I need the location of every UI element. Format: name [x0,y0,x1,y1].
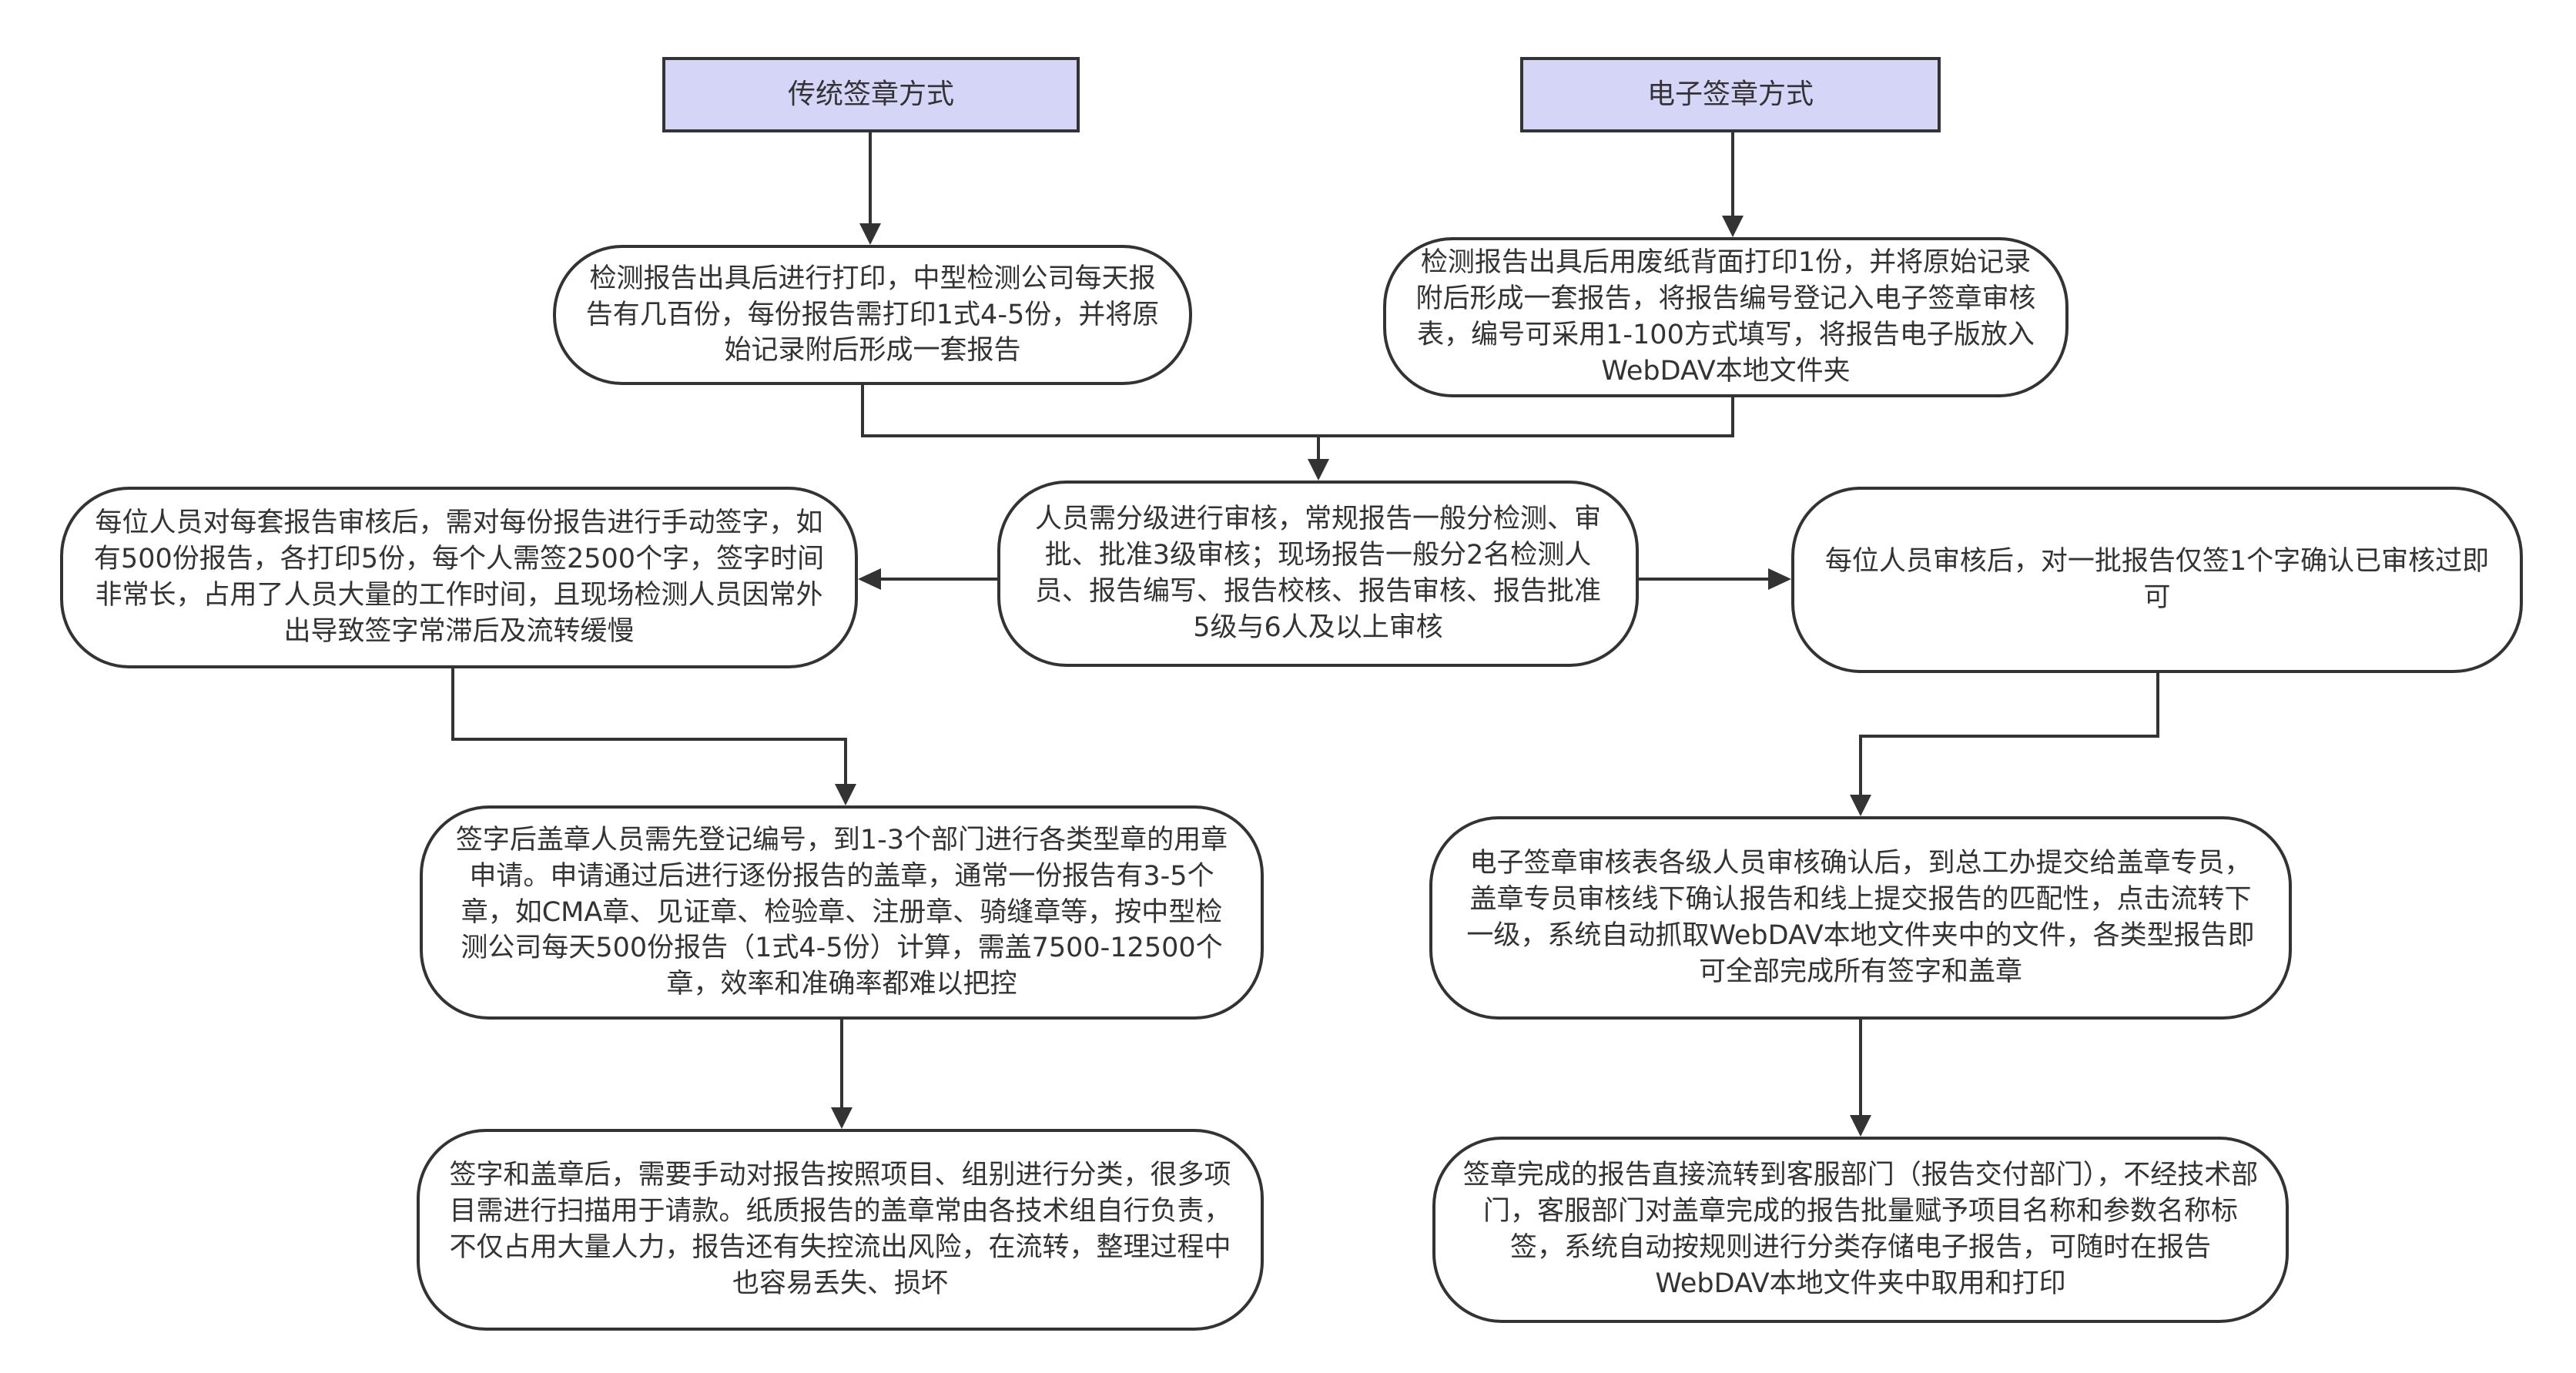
tiered-review-step: 人员需分级进行审核，常规报告一般分检测、审批、批准3级审核；现场报告一般分2名检… [997,481,1639,667]
edge-elec-print-to-review [1318,397,1734,437]
traditional-stamping-step: 签字后盖章人员需先登记编号，到1-3个部门进行各类型章的用章申请。申请通过后进行… [420,805,1264,1020]
electronic-print-step: 检测报告出具后用废纸背面打印1份，并将原始记录附后形成一套报告，将报告编号登记入… [1383,237,2069,397]
traditional-signing-step: 每位人员对每套报告审核后，需对每份报告进行手动签字，如有500份报告，各打印5份… [60,487,858,668]
arrowhead-elec-stamp [1850,795,1871,816]
connector-lines [451,131,2159,1117]
arrowhead-trad-archive [831,1107,853,1129]
traditional-print-step: 检测报告出具后进行打印，中型检测公司每天报告有几百份，每份报告需打印1式4-5份… [553,245,1192,385]
arrowhead-trad-stamp [835,784,856,805]
arrowhead-trad-print [859,223,881,245]
electronic-archive-step: 签章完成的报告直接流转到客服部门（报告交付部门），不经技术部门，客服部门对盖章完… [1432,1137,2289,1323]
electronic-stamping-step: 电子签章审核表各级人员审核确认后，到总工办提交给盖章专员，盖章专员审核线下确认报… [1429,816,2292,1020]
arrowhead-trad-sign [858,568,881,590]
arrowheads [831,216,1871,1137]
arrowhead-elec-sign [1768,568,1791,590]
arrowhead-elec-archive [1850,1115,1871,1137]
electronic-method-header: 电子签章方式 [1520,57,1941,132]
traditional-method-header: 传统签章方式 [662,57,1080,132]
electronic-signing-step: 每位人员审核后，对一批报告仅签1个字确认已审核过即可 [1791,487,2523,673]
edge-elec-sign-to-stamp [1859,673,2159,796]
arrowhead-elec-print [1722,216,1744,237]
edge-trad-print-to-review [861,385,1320,462]
traditional-archive-step: 签字和盖章后，需要手动对报告按照项目、组别进行分类，很多项目需进行扫描用于请款。… [417,1129,1264,1331]
arrowhead-review [1308,459,1329,481]
edge-trad-sign-to-stamp [451,668,847,785]
